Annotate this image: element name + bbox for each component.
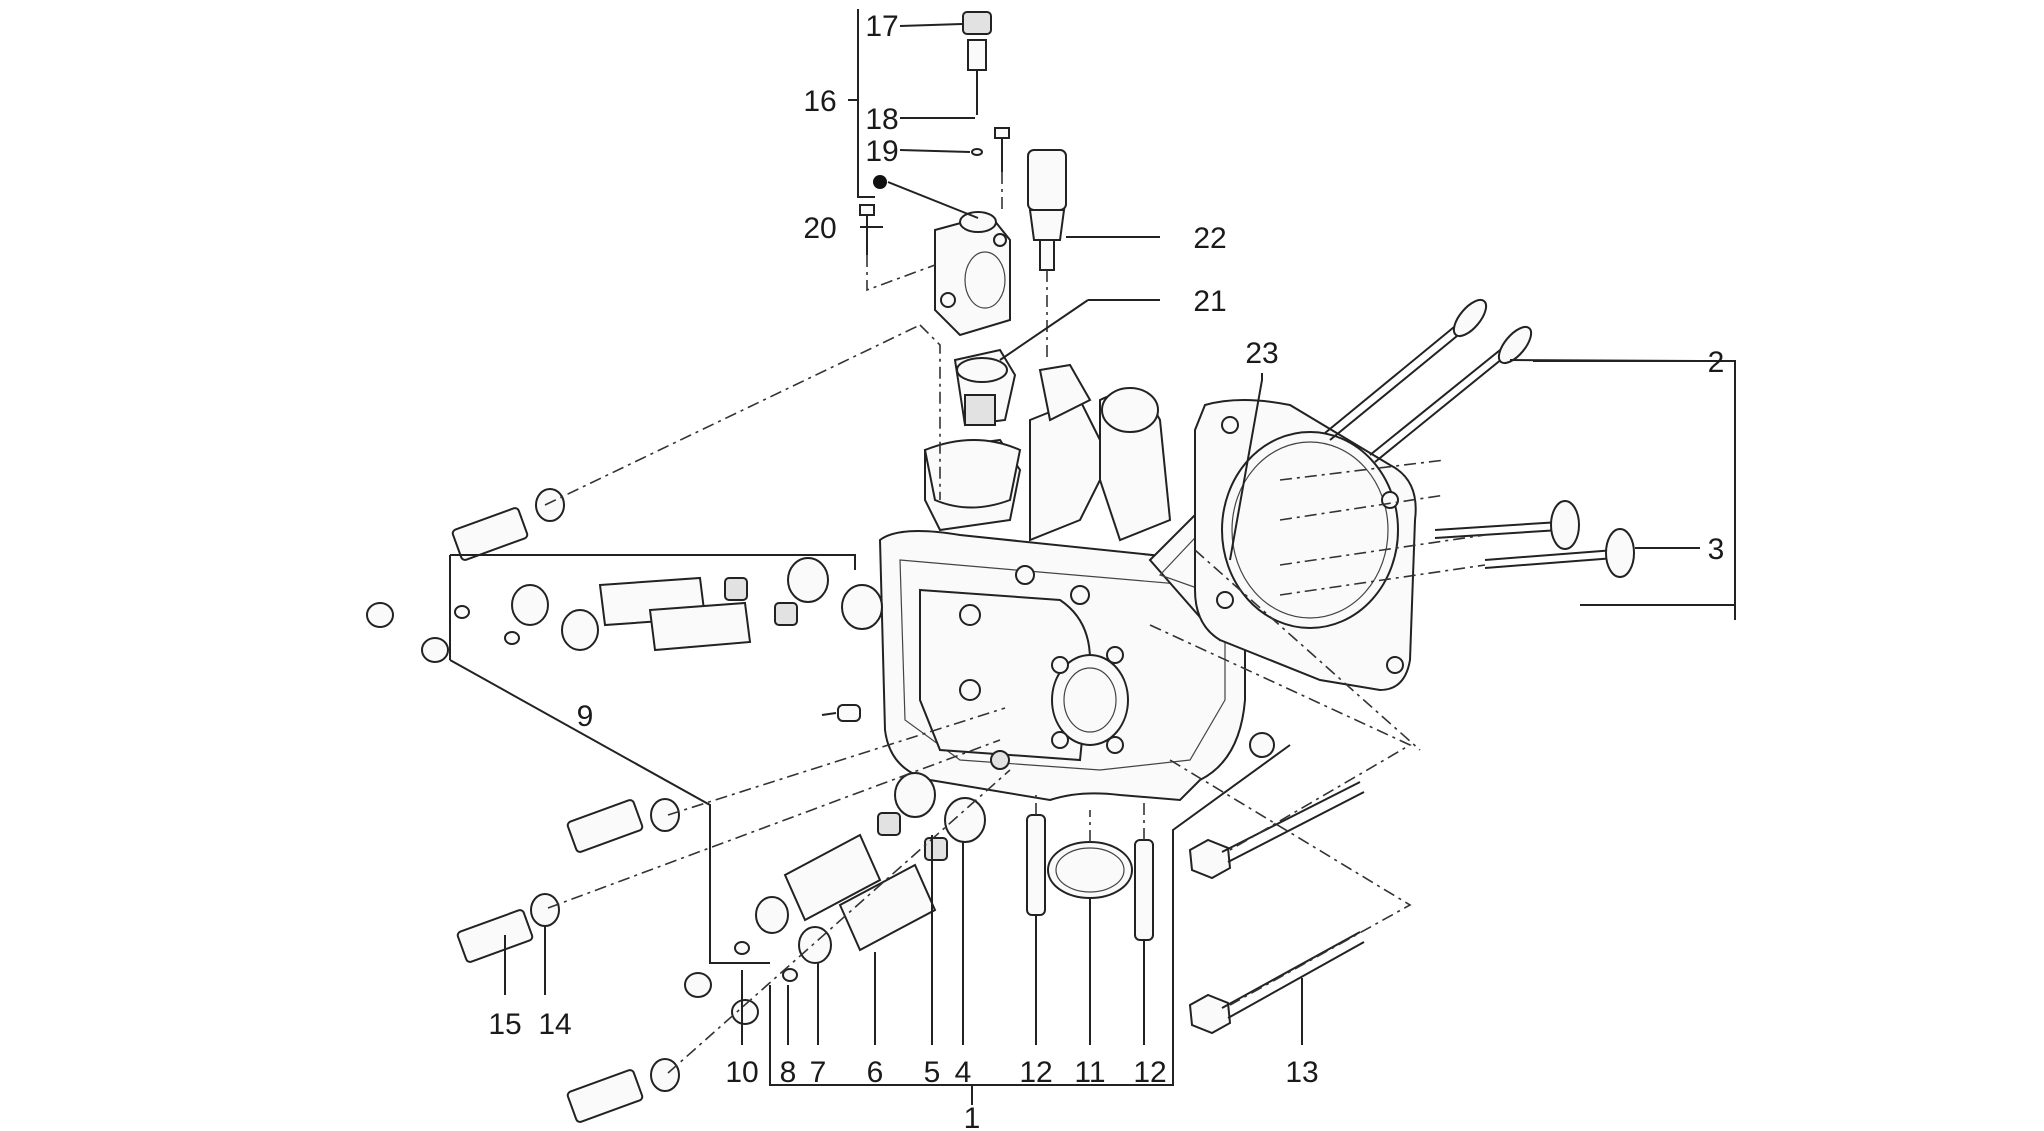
leader-lines: [449, 9, 1736, 1105]
label-12-left: 12: [1019, 1056, 1052, 1089]
o-ring: [1047, 841, 1133, 899]
label-17: 17: [865, 10, 898, 43]
housing-bolts: [859, 127, 1010, 255]
head-bolts: [1188, 781, 1365, 1035]
label-15: 15: [488, 1008, 521, 1041]
label-1: 1: [964, 1102, 981, 1131]
label-4: 4: [955, 1056, 972, 1089]
lower-valve-springs: [684, 772, 986, 1025]
label-7: 7: [810, 1056, 827, 1089]
label-9: 9: [577, 700, 594, 733]
label-6: 6: [867, 1056, 884, 1089]
label-13: 13: [1285, 1056, 1318, 1089]
label-21: 21: [1193, 285, 1226, 318]
label-11: 11: [1074, 1056, 1105, 1089]
label-10: 10: [725, 1056, 758, 1089]
callout-labels: 17 16 18 19 20 22 21 23 2 3 9 15 14 10 8…: [488, 10, 1724, 1131]
assembly-guide-lines: [544, 172, 1486, 1074]
temperature-sensor: [1027, 149, 1067, 271]
thermostat-housing: [934, 211, 1011, 337]
bleed-screw-assembly: [962, 11, 992, 156]
label-23: 23: [1245, 337, 1278, 370]
head-gasket: [1194, 399, 1417, 692]
label-2: 2: [1708, 346, 1725, 379]
thermostat-seat: [923, 439, 1022, 509]
intake-valves: [1324, 298, 1533, 463]
label-3: 3: [1708, 533, 1725, 566]
label-16: 16: [803, 85, 836, 118]
upper-valve-springs: [366, 557, 883, 663]
label-8: 8: [780, 1056, 797, 1089]
spark-plug-tube-parts-left: [451, 488, 680, 1123]
label-14: 14: [538, 1008, 571, 1041]
cylinder-head: [878, 363, 1302, 802]
label-22: 22: [1193, 222, 1226, 255]
dowel-pin: [837, 704, 861, 722]
label-12-right: 12: [1133, 1056, 1166, 1089]
label-20: 20: [803, 212, 836, 245]
thermostat: [953, 348, 1017, 427]
label-19: 19: [865, 135, 898, 168]
label-18: 18: [865, 103, 898, 136]
exhaust-valves: [1434, 500, 1635, 578]
label-5: 5: [924, 1056, 941, 1089]
